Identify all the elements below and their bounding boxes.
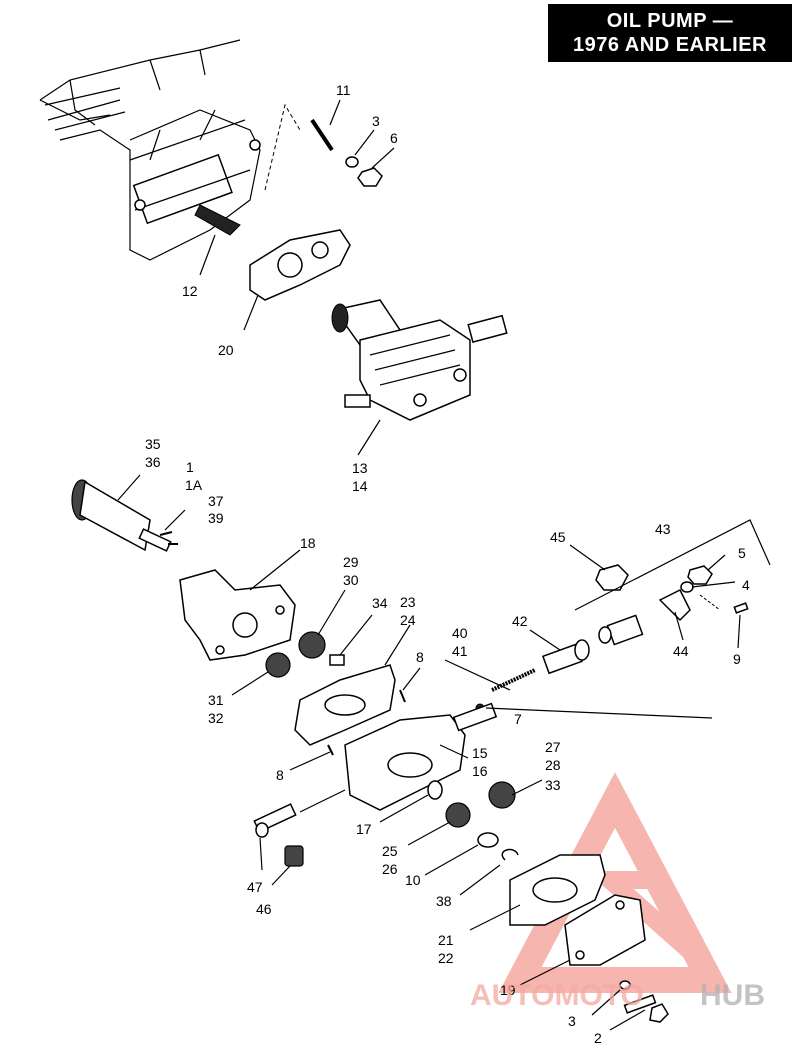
callout-36: 36 [145,454,161,470]
callout-15: 15 [472,745,488,761]
callout-6: 6 [390,130,398,146]
callout-26: 26 [382,861,398,877]
callout-46: 46 [256,901,272,917]
gasket-part [249,229,351,301]
callout-45: 45 [550,529,566,545]
diagram-title: OIL PUMP — 1976 AND EARLIER [548,4,792,62]
callout-47: 47 [247,879,263,895]
callout-40: 40 [452,625,468,641]
callout-21: 21 [438,932,454,948]
callout-31: 31 [208,692,224,708]
stud-part [310,118,334,152]
drive-shaft-gear [71,479,172,552]
callout-32: 32 [208,710,224,726]
pump-body-part [344,702,498,811]
callout-33: 33 [545,777,561,793]
oil-pump-assembly [331,299,508,421]
callout-34: 34 [372,595,388,611]
callout-39: 39 [208,510,224,526]
strainer-part [194,204,241,236]
callout-12: 12 [182,283,198,299]
washer-part [345,156,359,168]
title-line-2: 1976 AND EARLIER [573,34,767,56]
callout-42: 42 [512,613,528,629]
gear-part-lower [265,652,291,678]
callout-3-bottom: 3 [568,1013,576,1029]
nut-part [357,167,383,187]
callout-14: 14 [352,478,368,494]
watermark-part-2: HUB [700,979,765,1012]
pump-cover-part [179,569,296,661]
key-part [329,654,345,666]
callout-13: 13 [352,460,368,476]
callout-17: 17 [356,821,372,837]
title-line-1: OIL PUMP — [606,10,734,32]
callout-8-bottom: 8 [276,767,284,783]
callout-2: 2 [594,1030,602,1046]
callout-7: 7 [514,711,522,727]
callout-35: 35 [145,436,161,452]
callout-38: 38 [436,893,452,909]
callout-20: 20 [218,342,234,358]
callout-19: 19 [500,982,516,998]
callout-41: 41 [452,643,468,659]
callout-8-top: 8 [416,649,424,665]
end-cover-part [564,894,646,966]
callout-44: 44 [673,643,689,659]
callout-10: 10 [405,872,421,888]
fitting-part [541,639,590,675]
watermark-text: AUTOMOTO HUB [470,979,765,1012]
watermark-part-1: AUTOMOTO [470,979,644,1012]
bolt-part [623,994,669,1023]
callout-24: 24 [400,612,416,628]
callout-22: 22 [438,950,454,966]
callout-4: 4 [742,577,750,593]
callout-43: 43 [655,521,671,537]
callout-11: 11 [336,82,351,98]
gasket-part-middle [294,664,396,746]
callout-27: 27 [545,739,561,755]
leader-lines [117,99,741,1031]
callout-5: 5 [738,545,746,561]
callout-3-top: 3 [372,113,380,129]
inlet-fitting-part [253,803,297,838]
fitting-nut-part [595,564,629,591]
crankcase-housing [39,39,261,261]
callout-1a: 1A [185,477,203,493]
callout-18: 18 [300,535,316,551]
callout-30: 30 [343,572,359,588]
callout-37: 37 [208,493,224,509]
callout-labels: 11 3 6 12 20 13 14 35 36 1 1A 37 39 18 2… [145,82,750,1046]
callout-28: 28 [545,757,561,773]
callout-9: 9 [733,651,741,667]
callout-29: 29 [343,554,359,570]
gear-part-upper [298,631,326,659]
callout-23: 23 [400,594,416,610]
cover-gasket-part [509,854,606,926]
oil-pressure-switch-part [598,614,644,646]
callout-1: 1 [186,459,194,475]
callout-16: 16 [472,763,488,779]
callout-25: 25 [382,843,398,859]
